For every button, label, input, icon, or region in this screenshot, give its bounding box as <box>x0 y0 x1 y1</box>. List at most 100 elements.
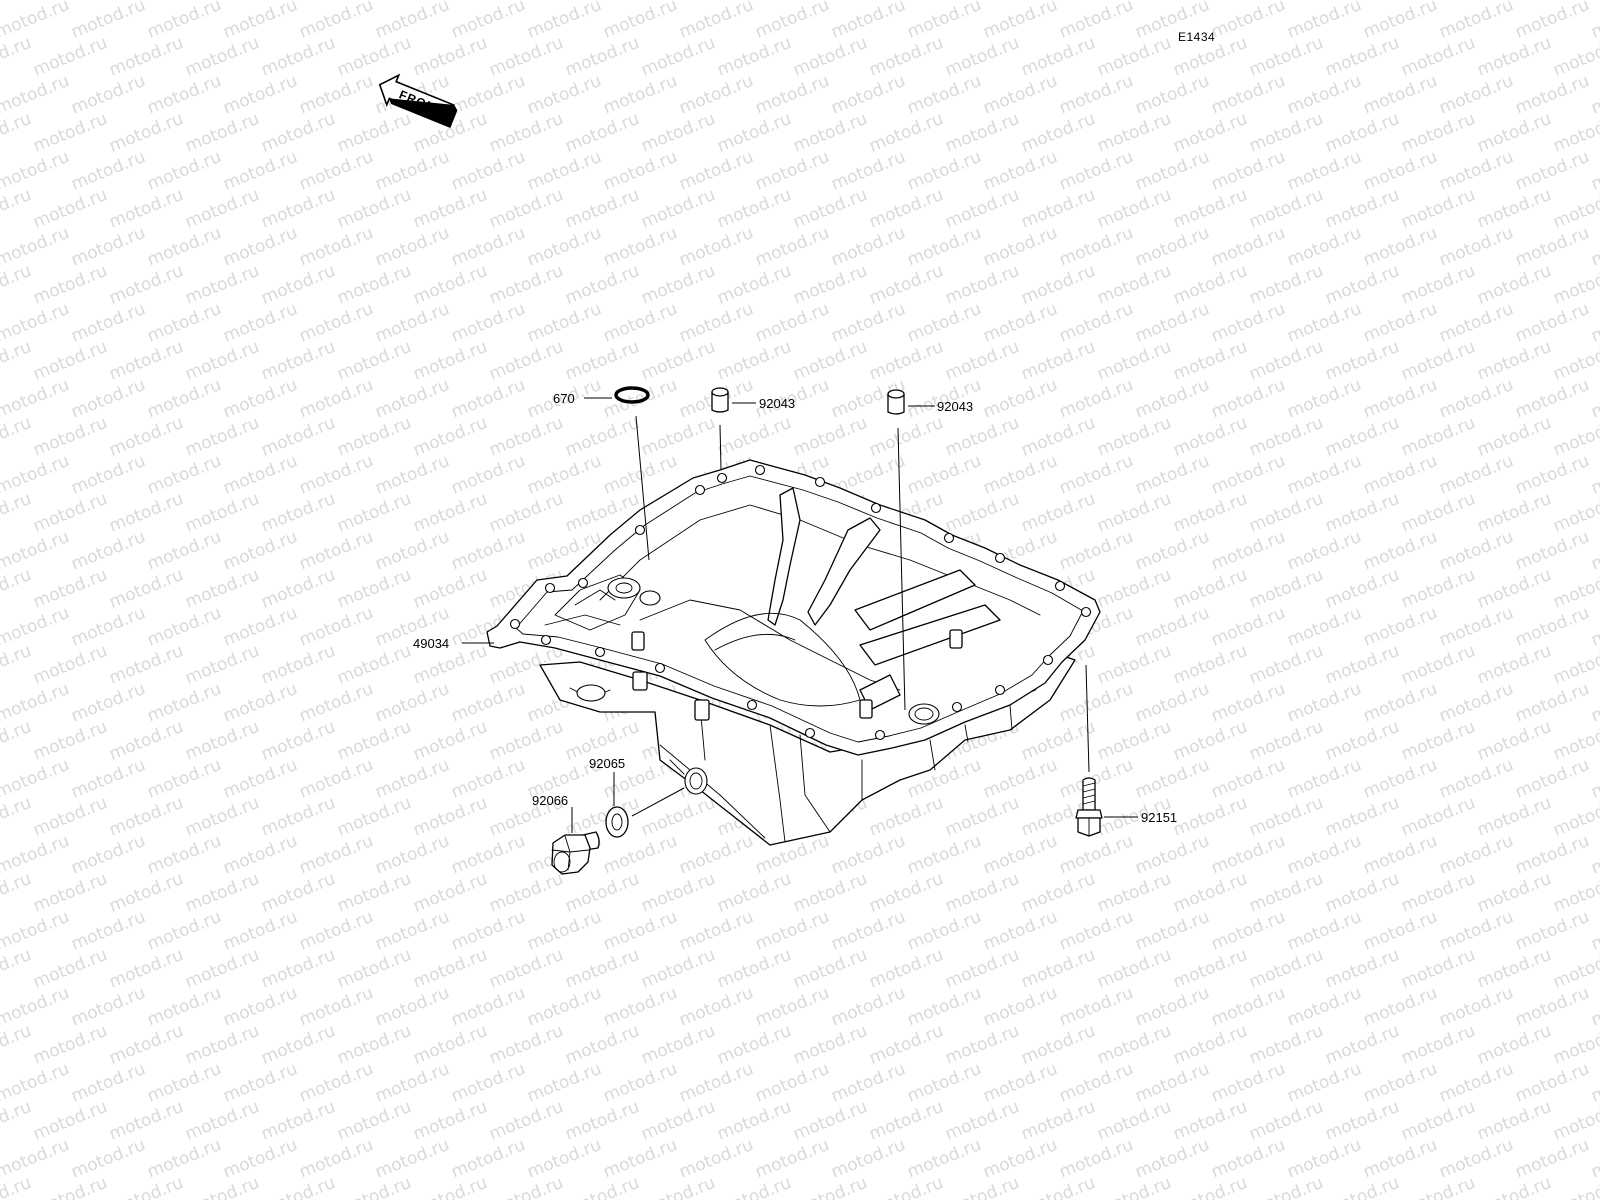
watermark-text: motod.ru <box>1512 223 1592 271</box>
watermark-text: motod.ru <box>1550 1097 1600 1145</box>
watermark-text: motod.ru <box>334 717 414 765</box>
watermark-text: motod.ru <box>676 1059 756 1107</box>
watermark-text: motod.ru <box>562 109 642 157</box>
watermark-text: motod.ru <box>676 299 756 347</box>
watermark-text: motod.ru <box>334 33 414 81</box>
watermark-text: motod.ru <box>1246 1021 1326 1069</box>
watermark-text: motod.ru <box>1588 983 1600 1031</box>
watermark-text: motod.ru <box>1398 869 1478 917</box>
watermark-text: motod.ru <box>144 1059 224 1107</box>
watermark-text: motod.ru <box>1512 755 1592 803</box>
watermark-text: motod.ru <box>448 831 528 879</box>
watermark-text: motod.ru <box>1474 489 1554 537</box>
watermark-text: motod.ru <box>600 0 680 43</box>
watermark-text: motod.ru <box>1284 223 1364 271</box>
watermark-text: motod.ru <box>752 1059 832 1107</box>
watermark-text: motod.ru <box>562 945 642 993</box>
watermark-text: motod.ru <box>1246 793 1326 841</box>
watermark-text: motod.ru <box>1550 945 1600 993</box>
watermark-text: motod.ru <box>1512 147 1592 195</box>
watermark-text: motod.ru <box>1550 1021 1600 1069</box>
watermark-text: motod.ru <box>1588 755 1600 803</box>
watermark-text: motod.ru <box>828 0 908 43</box>
watermark-text: motod.ru <box>1056 223 1136 271</box>
watermark-text: motod.ru <box>866 185 946 233</box>
watermark-text: motod.ru <box>714 33 794 81</box>
watermark-text: motod.ru <box>296 451 376 499</box>
watermark-text: motod.ru <box>562 33 642 81</box>
watermark-text: motod.ru <box>752 1135 832 1183</box>
watermark-text: motod.ru <box>1132 679 1212 727</box>
watermark-text: motod.ru <box>30 337 110 385</box>
watermark-text: motod.ru <box>1284 603 1364 651</box>
watermark-text: motod.ru <box>752 907 832 955</box>
watermark-text: motod.ru <box>1246 1173 1326 1200</box>
watermark-text: motod.ru <box>372 451 452 499</box>
watermark-text: motod.ru <box>1018 261 1098 309</box>
watermark-text: motod.ru <box>866 109 946 157</box>
watermark-text: motod.ru <box>600 1059 680 1107</box>
watermark-text: motod.ru <box>68 375 148 423</box>
watermark-text: motod.ru <box>486 717 566 765</box>
watermark-text: motod.ru <box>1588 451 1600 499</box>
watermark-text: motod.ru <box>448 1059 528 1107</box>
watermark-text: motod.ru <box>448 755 528 803</box>
watermark-text: motod.ru <box>144 299 224 347</box>
watermark-text: motod.ru <box>1398 337 1478 385</box>
watermark-text: motod.ru <box>1018 109 1098 157</box>
callout-leaders <box>462 397 1138 833</box>
watermark-text: motod.ru <box>486 261 566 309</box>
watermark-text: motod.ru <box>410 261 490 309</box>
watermark-text: motod.ru <box>144 983 224 1031</box>
watermark-text: motod.ru <box>1284 755 1364 803</box>
watermark-text: motod.ru <box>1474 717 1554 765</box>
watermark-text: motod.ru <box>448 147 528 195</box>
watermark-text: motod.ru <box>904 983 984 1031</box>
watermark-text: motod.ru <box>372 527 452 575</box>
watermark-text: motod.ru <box>1322 565 1402 613</box>
watermark-text: motod.ru <box>1474 1021 1554 1069</box>
watermark-text: motod.ru <box>1170 185 1250 233</box>
watermark-text: motod.ru <box>790 185 870 233</box>
watermark-text: motod.ru <box>1322 33 1402 81</box>
watermark-text: motod.ru <box>1398 565 1478 613</box>
watermark-text: motod.ru <box>1246 261 1326 309</box>
watermark-text: motod.ru <box>1512 1059 1592 1107</box>
watermark-text: motod.ru <box>942 109 1022 157</box>
watermark-text: motod.ru <box>1550 261 1600 309</box>
watermark-text: motod.ru <box>1322 185 1402 233</box>
watermark-text: motod.ru <box>1436 907 1516 955</box>
watermark-text: motod.ru <box>1208 603 1288 651</box>
watermark-text: motod.ru <box>106 793 186 841</box>
watermark-text: motod.ru <box>1588 1135 1600 1183</box>
watermark-text: motod.ru <box>980 299 1060 347</box>
watermark-text: motod.ru <box>334 337 414 385</box>
watermark-text: motod.ru <box>410 717 490 765</box>
watermark-text: motod.ru <box>30 33 110 81</box>
watermark-text: motod.ru <box>296 1135 376 1183</box>
watermark-text: motod.ru <box>410 1173 490 1200</box>
watermark-text: motod.ru <box>448 983 528 1031</box>
watermark-text: motod.ru <box>1284 983 1364 1031</box>
watermark-text: motod.ru <box>334 565 414 613</box>
watermark-text: motod.ru <box>600 983 680 1031</box>
watermark-text: motod.ru <box>372 375 452 423</box>
watermark-text: motod.ru <box>106 33 186 81</box>
watermark-text: motod.ru <box>334 413 414 461</box>
watermark-text: motod.ru <box>1436 147 1516 195</box>
front-arrow-icon: FRONT <box>378 73 458 128</box>
watermark-text: motod.ru <box>1588 831 1600 879</box>
watermark-text: motod.ru <box>1512 0 1592 43</box>
watermark-text: motod.ru <box>1246 413 1326 461</box>
watermark-text: motod.ru <box>1436 755 1516 803</box>
watermark-text: motod.ru <box>1360 1059 1440 1107</box>
watermark-text: motod.ru <box>486 1021 566 1069</box>
watermark-text: motod.ru <box>1094 337 1174 385</box>
watermark-text: motod.ru <box>30 565 110 613</box>
watermark-text: motod.ru <box>1094 1097 1174 1145</box>
watermark-text: motod.ru <box>562 869 642 917</box>
callout-92066: 92066 <box>532 793 568 808</box>
watermark-text: motod.ru <box>1018 185 1098 233</box>
watermark-text: motod.ru <box>334 1097 414 1145</box>
watermark-text: motod.ru <box>1246 185 1326 233</box>
